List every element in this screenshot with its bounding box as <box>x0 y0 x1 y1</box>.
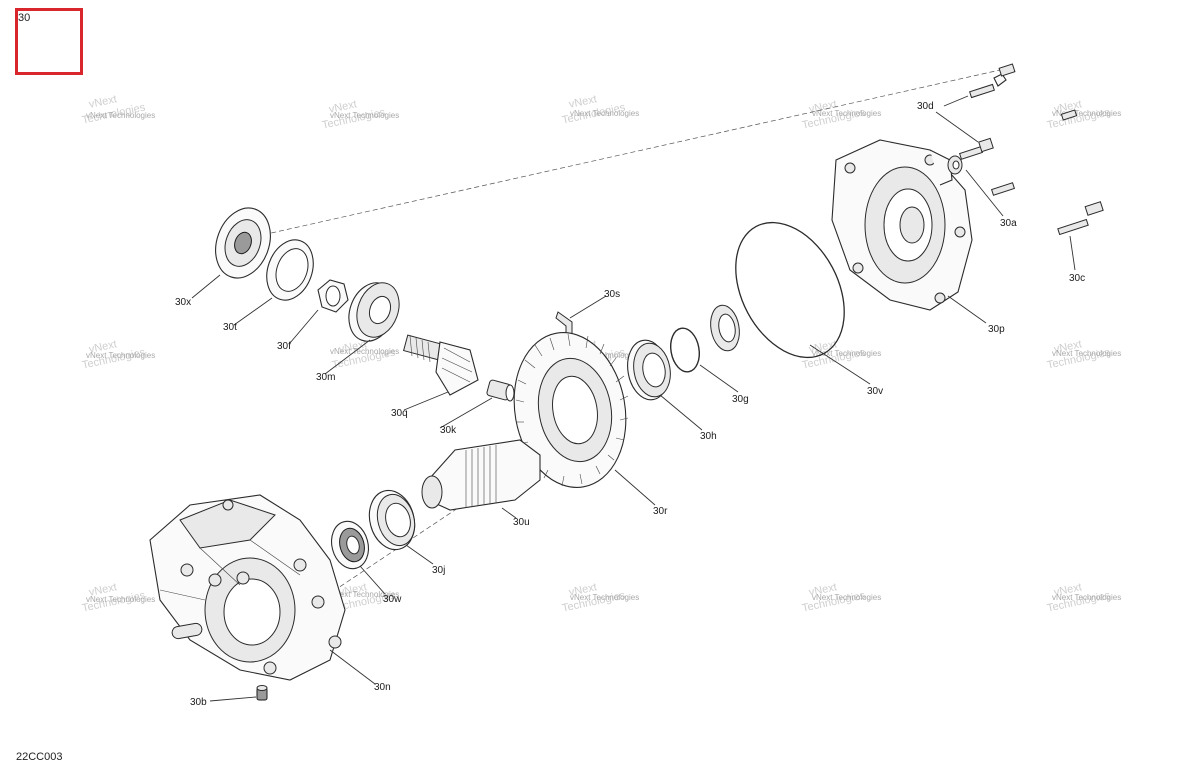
watermark-caption: vNext Technologies <box>812 109 881 118</box>
callout-30c: 30c <box>1069 273 1085 284</box>
svg-text:vNext: vNext <box>808 581 838 599</box>
svg-text:vNext: vNext <box>808 98 838 116</box>
part-30f-nut <box>317 279 349 313</box>
leader-lines <box>191 95 1076 702</box>
callout-30p: 30p <box>988 324 1005 335</box>
callout-30r: 30r <box>653 506 668 517</box>
part-30m-bearing <box>348 282 400 342</box>
part-30j-bearing <box>368 489 416 551</box>
figure-id: 22CC003 <box>16 751 63 763</box>
svg-text:vNext: vNext <box>88 338 118 356</box>
callout-30j: 30j <box>432 565 445 576</box>
watermark: vNext Technologies <box>561 93 627 126</box>
watermark-caption: vNext Technologies <box>86 351 155 360</box>
part-30q-pinion-gear <box>402 334 479 396</box>
watermark-caption: vNext Technologies <box>812 593 881 602</box>
callout-labels: 30d 30a 30c 30p 30v 30g 30h 30r 30u 30j … <box>175 101 1085 708</box>
part-30p-housing-cover <box>831 139 973 311</box>
svg-text:vNext: vNext <box>568 581 598 599</box>
callout-30f: 30f <box>277 341 291 352</box>
watermark-caption: vNext Technologies <box>330 111 399 120</box>
part-30k-needle-bearing <box>486 379 515 402</box>
part-30w-seal <box>330 520 370 570</box>
watermark-caption: vNext Technologies <box>1052 109 1121 118</box>
watermark-caption: vNext Technologies <box>1052 593 1121 602</box>
part-30d-bolt <box>958 63 1016 160</box>
part-30t-splined-ring <box>266 239 314 301</box>
part-30b-drain-plug <box>256 685 268 701</box>
part-30g-snap-ring <box>669 327 701 373</box>
callout-30n: 30n <box>374 682 391 693</box>
svg-text:vNext: vNext <box>328 98 358 116</box>
callout-30b: 30b <box>190 697 207 708</box>
callout-30a: 30a <box>1000 218 1017 229</box>
watermark-caption: vNext Technologies <box>570 593 639 602</box>
watermark-caption: vNext Technologies <box>330 590 399 599</box>
svg-text:vNext: vNext <box>1053 581 1083 599</box>
svg-text:vNext: vNext <box>808 338 838 356</box>
svg-text:vNext: vNext <box>88 581 118 599</box>
callout-30q: 30q <box>391 408 408 419</box>
callout-30s: 30s <box>604 289 620 300</box>
callout-30v: 30v <box>867 386 883 397</box>
callout-30m: 30m <box>316 372 335 383</box>
callout-30t: 30t <box>223 322 237 333</box>
svg-text:vNext: vNext <box>338 581 368 599</box>
watermark-grid: vNext Technologies vNext Technologies vN… <box>81 93 1121 614</box>
watermark-caption: vNext Technologies <box>330 347 399 356</box>
part-shim <box>710 304 740 352</box>
part-30a-washer-nut <box>947 155 1016 196</box>
part-30c-bolt <box>1057 109 1104 236</box>
callout-30x: 30x <box>175 297 191 308</box>
part-30n-main-housing <box>149 494 346 681</box>
callout-30g: 30g <box>732 394 749 405</box>
watermark: vNext Technologies <box>81 93 147 126</box>
watermark-caption: vNext Technologies <box>86 111 155 120</box>
part-30h-bearing <box>627 339 671 401</box>
svg-text:vNext: vNext <box>88 93 118 111</box>
callout-30h: 30h <box>700 431 717 442</box>
section-frame <box>15 8 83 75</box>
callout-30d: 30d <box>917 101 934 112</box>
watermark-caption: vNext Technologies <box>1052 349 1121 358</box>
part-30u-output-shaft <box>421 439 541 511</box>
section-number: 30 <box>18 12 31 24</box>
part-30x-seal-cover <box>215 207 271 279</box>
svg-text:vNext: vNext <box>568 93 598 111</box>
svg-text:vNext: vNext <box>1053 338 1083 356</box>
callout-30u: 30u <box>513 517 530 528</box>
part-30r-ring-gear <box>513 332 629 488</box>
watermark-caption: vNext Technologies <box>570 109 639 118</box>
callout-30k: 30k <box>440 425 457 436</box>
callout-30w: 30w <box>383 594 402 605</box>
watermark-caption: vNext Technologies <box>86 595 155 604</box>
svg-text:vNext: vNext <box>338 338 368 356</box>
watermark-caption: vNext Technologies <box>812 349 881 358</box>
